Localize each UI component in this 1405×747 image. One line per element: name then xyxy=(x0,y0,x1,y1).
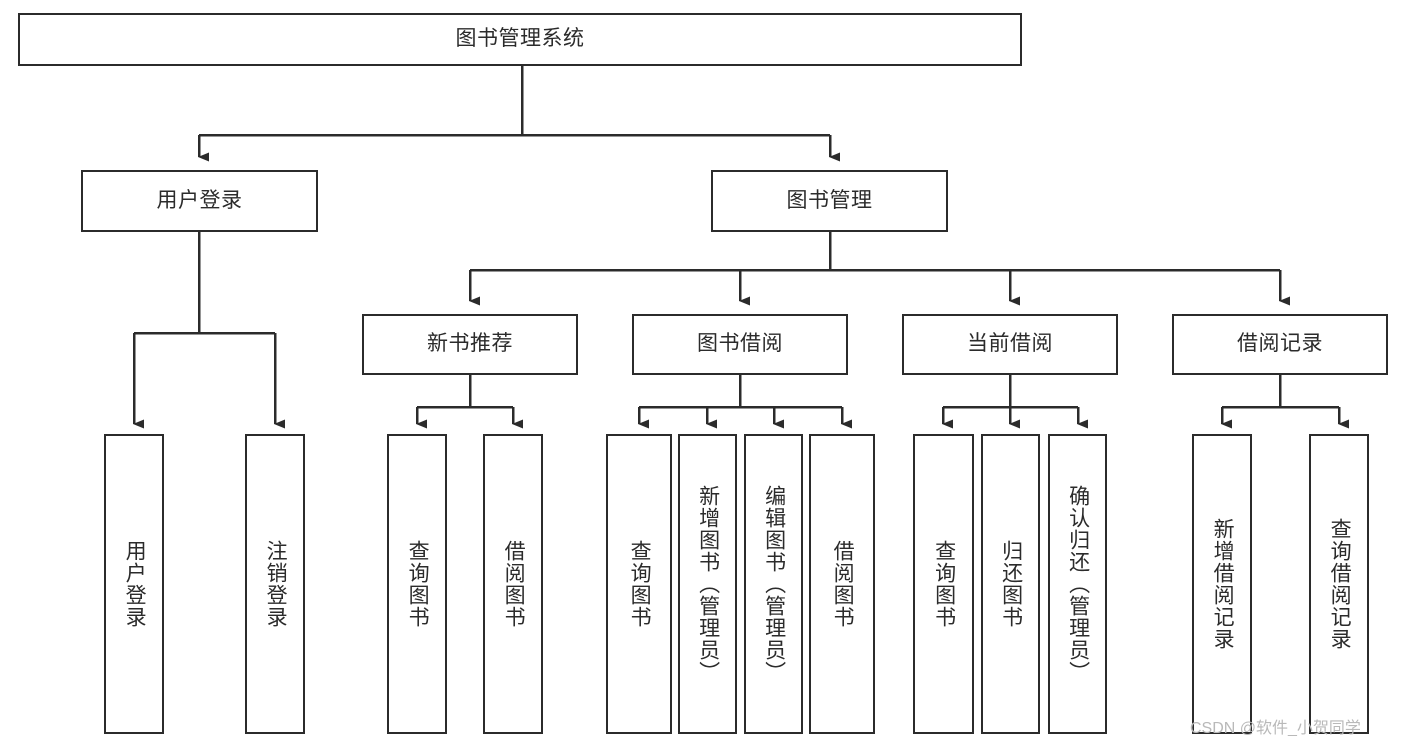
node-book-borrow-label: 图书借阅 xyxy=(697,332,783,356)
node-leaf-add-book[interactable]: 新增图书（管理员） xyxy=(678,434,737,734)
node-leaf-edit-book-label: 编辑图书（管理员） xyxy=(762,485,786,683)
node-leaf-query-book-3-label: 查询图书 xyxy=(932,540,956,628)
node-leaf-borrow-book-2-label: 借阅图书 xyxy=(831,540,855,628)
node-leaf-borrow-book-2[interactable]: 借阅图书 xyxy=(809,434,875,734)
node-current-borrow[interactable]: 当前借阅 xyxy=(902,314,1118,375)
node-leaf-query-book-3[interactable]: 查询图书 xyxy=(913,434,974,734)
node-user-login-label: 用户登录 xyxy=(156,188,243,212)
node-leaf-query-book-2[interactable]: 查询图书 xyxy=(606,434,672,734)
node-leaf-query-borrow-record-label: 查询借阅记录 xyxy=(1328,518,1352,650)
node-leaf-query-book-1[interactable]: 查询图书 xyxy=(387,434,447,734)
node-new-book-recommend-label: 新书推荐 xyxy=(427,332,513,356)
node-root-label: 图书管理系统 xyxy=(455,27,585,51)
node-leaf-logout-login[interactable]: 注销登录 xyxy=(245,434,305,734)
node-leaf-return-book-label: 归还图书 xyxy=(999,540,1023,628)
node-leaf-logout-login-label: 注销登录 xyxy=(264,540,288,628)
node-book-borrow[interactable]: 图书借阅 xyxy=(632,314,848,375)
node-leaf-confirm-return-label: 确认归还（管理员） xyxy=(1066,485,1090,683)
node-root[interactable]: 图书管理系统 xyxy=(18,13,1022,66)
node-new-book-recommend[interactable]: 新书推荐 xyxy=(362,314,578,375)
node-leaf-add-borrow-record[interactable]: 新增借阅记录 xyxy=(1192,434,1252,734)
node-leaf-query-borrow-record[interactable]: 查询借阅记录 xyxy=(1309,434,1369,734)
node-leaf-query-book-2-label: 查询图书 xyxy=(628,540,652,628)
node-leaf-return-book[interactable]: 归还图书 xyxy=(981,434,1040,734)
node-leaf-query-book-1-label: 查询图书 xyxy=(406,540,430,628)
node-borrow-record-label: 借阅记录 xyxy=(1237,332,1323,356)
node-current-borrow-label: 当前借阅 xyxy=(967,332,1053,356)
node-book-manage[interactable]: 图书管理 xyxy=(711,170,948,232)
node-leaf-borrow-book-1-label: 借阅图书 xyxy=(502,540,526,628)
node-book-manage-label: 图书管理 xyxy=(786,188,873,212)
node-leaf-borrow-book-1[interactable]: 借阅图书 xyxy=(483,434,543,734)
node-leaf-edit-book[interactable]: 编辑图书（管理员） xyxy=(744,434,803,734)
node-leaf-add-borrow-record-label: 新增借阅记录 xyxy=(1211,518,1235,650)
node-leaf-user-login[interactable]: 用户登录 xyxy=(104,434,164,734)
node-user-login[interactable]: 用户登录 xyxy=(81,170,318,232)
node-borrow-record[interactable]: 借阅记录 xyxy=(1172,314,1388,375)
node-leaf-confirm-return[interactable]: 确认归还（管理员） xyxy=(1048,434,1107,734)
csdn-watermark: CSDN @软件_小贺同学 xyxy=(1190,720,1361,737)
node-leaf-add-book-label: 新增图书（管理员） xyxy=(696,485,720,683)
node-leaf-user-login-label: 用户登录 xyxy=(123,540,147,628)
